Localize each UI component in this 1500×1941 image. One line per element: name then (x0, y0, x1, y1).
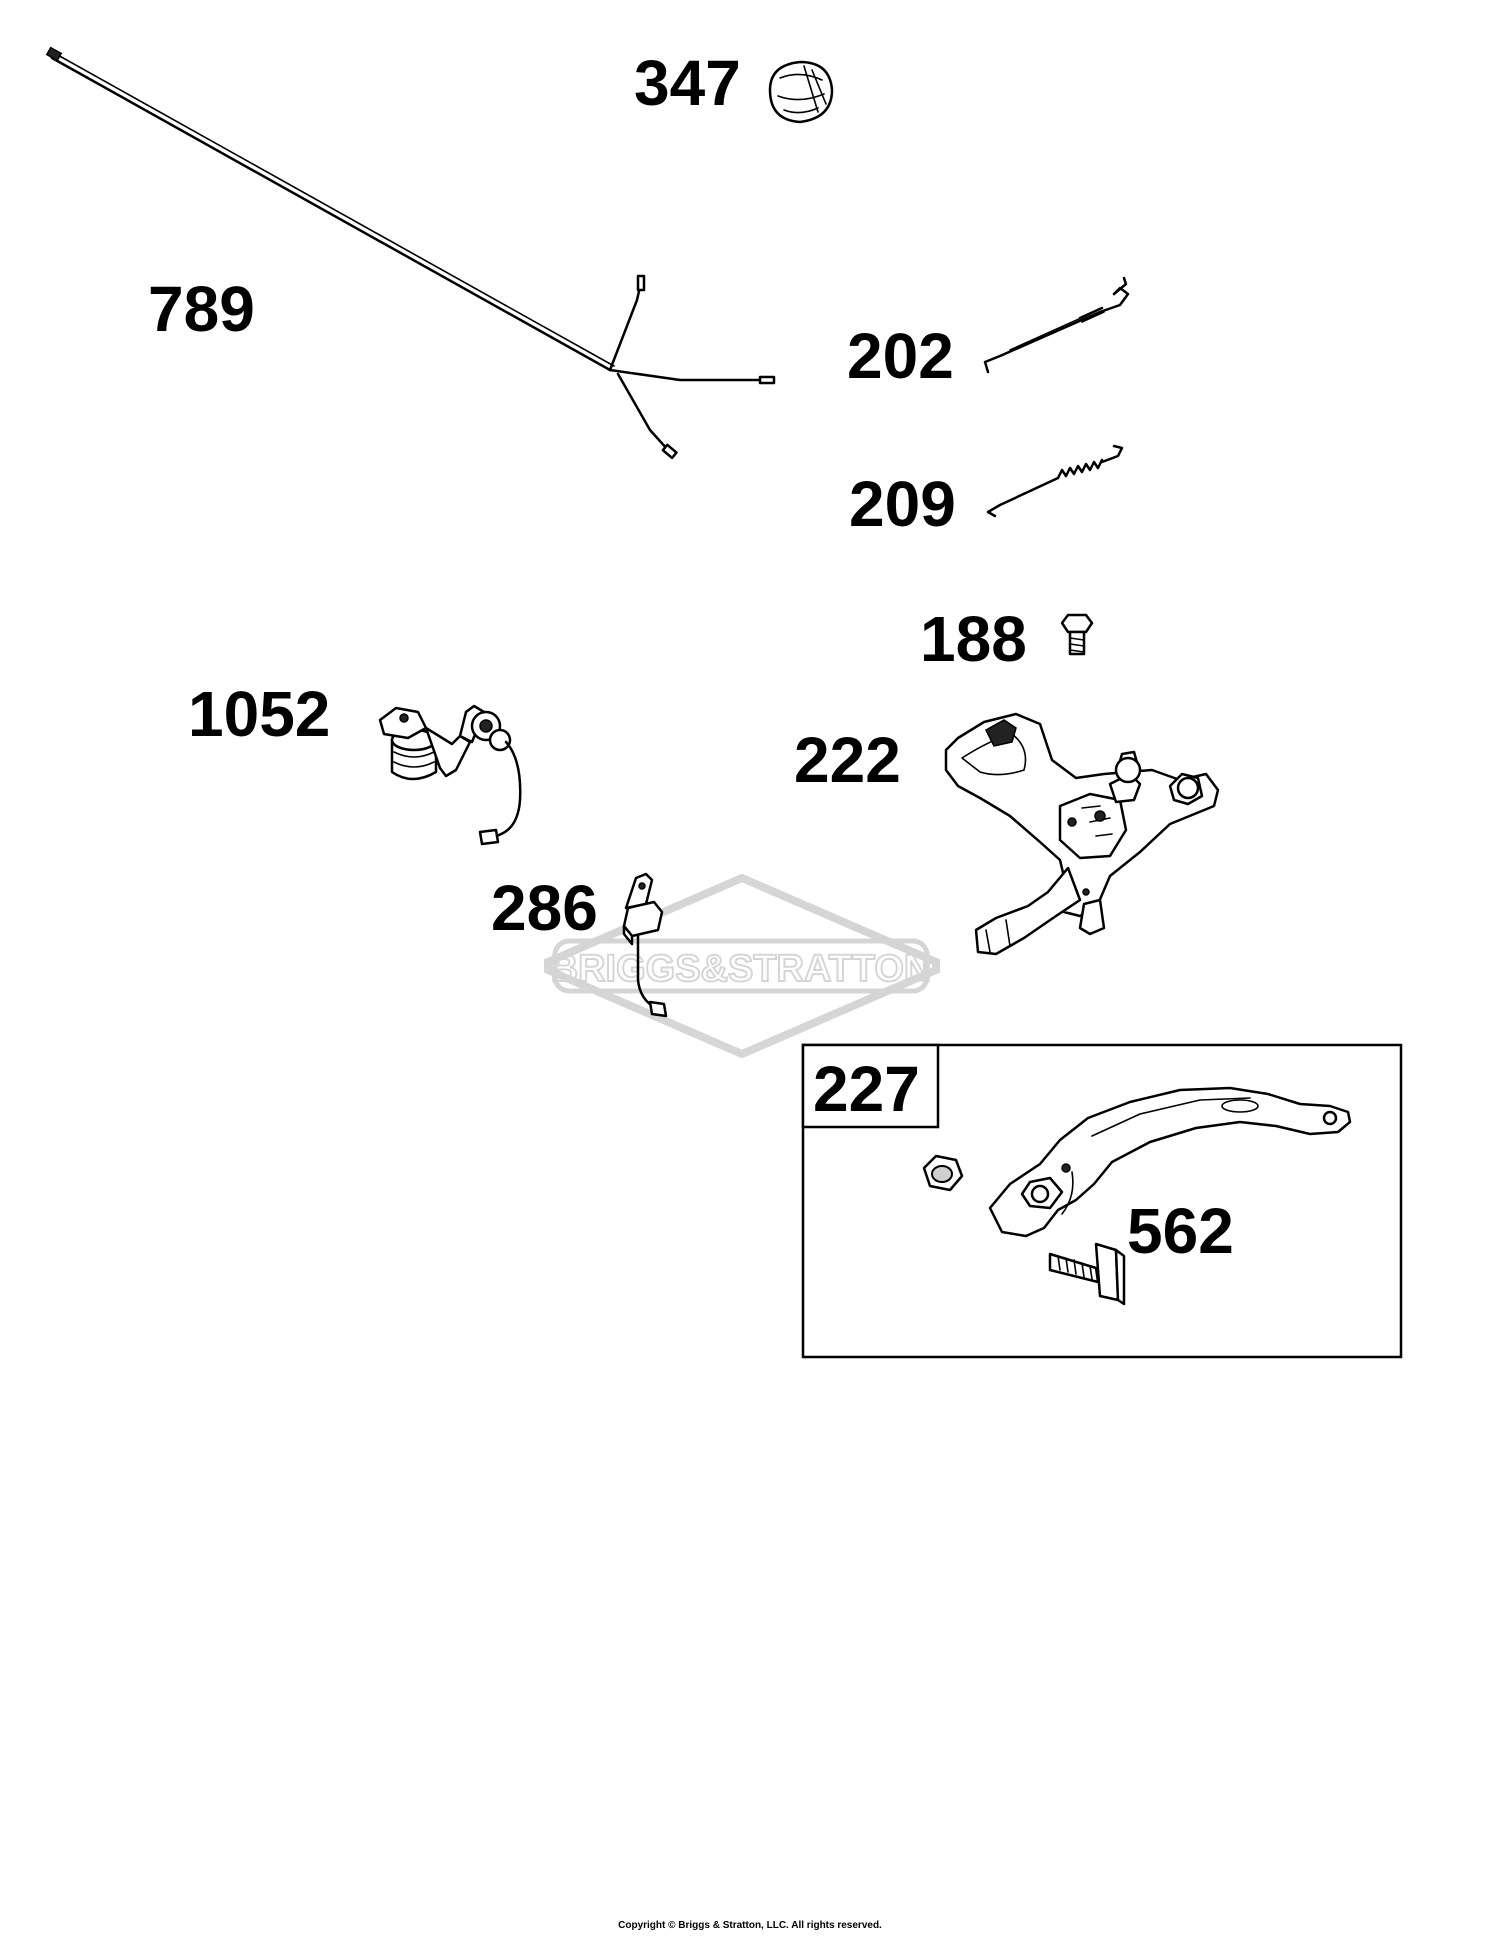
solenoid-1052-illustration (378, 704, 522, 846)
parts-kit-227-label-box (801, 1043, 940, 1129)
cap-347-illustration (768, 60, 834, 124)
wiring-harness-illustration (45, 46, 776, 460)
copyright-notice: Copyright © Briggs & Stratton, LLC. All … (618, 1920, 882, 1931)
screw-562-illustration (1048, 1242, 1126, 1306)
bolt-188-illustration (1060, 613, 1094, 656)
callout-286: 286 (491, 872, 598, 944)
callout-202: 202 (847, 320, 954, 392)
control-bracket-222-illustration (944, 712, 1220, 956)
callout-222: 222 (794, 724, 901, 796)
module-286-illustration (622, 872, 668, 1018)
callout-347: 347 (634, 47, 741, 119)
callout-789: 789 (148, 273, 255, 345)
callout-1052: 1052 (188, 678, 330, 750)
callout-227: 227 (813, 1053, 920, 1125)
spring-209-illustration (986, 444, 1124, 518)
callout-562: 562 (1127, 1195, 1234, 1267)
flange-nut-illustration (922, 1154, 964, 1192)
watermark-text: BRIGGS&STRATTON (551, 948, 932, 990)
callout-209: 209 (849, 468, 956, 540)
parts-kit-227-frame (801, 1043, 1403, 1359)
lever-227-illustration (988, 1086, 1352, 1238)
callout-188: 188 (920, 603, 1027, 675)
watermark-logo: BRIGGS&STRATTON (544, 873, 940, 1059)
spring-202-illustration (983, 276, 1130, 374)
